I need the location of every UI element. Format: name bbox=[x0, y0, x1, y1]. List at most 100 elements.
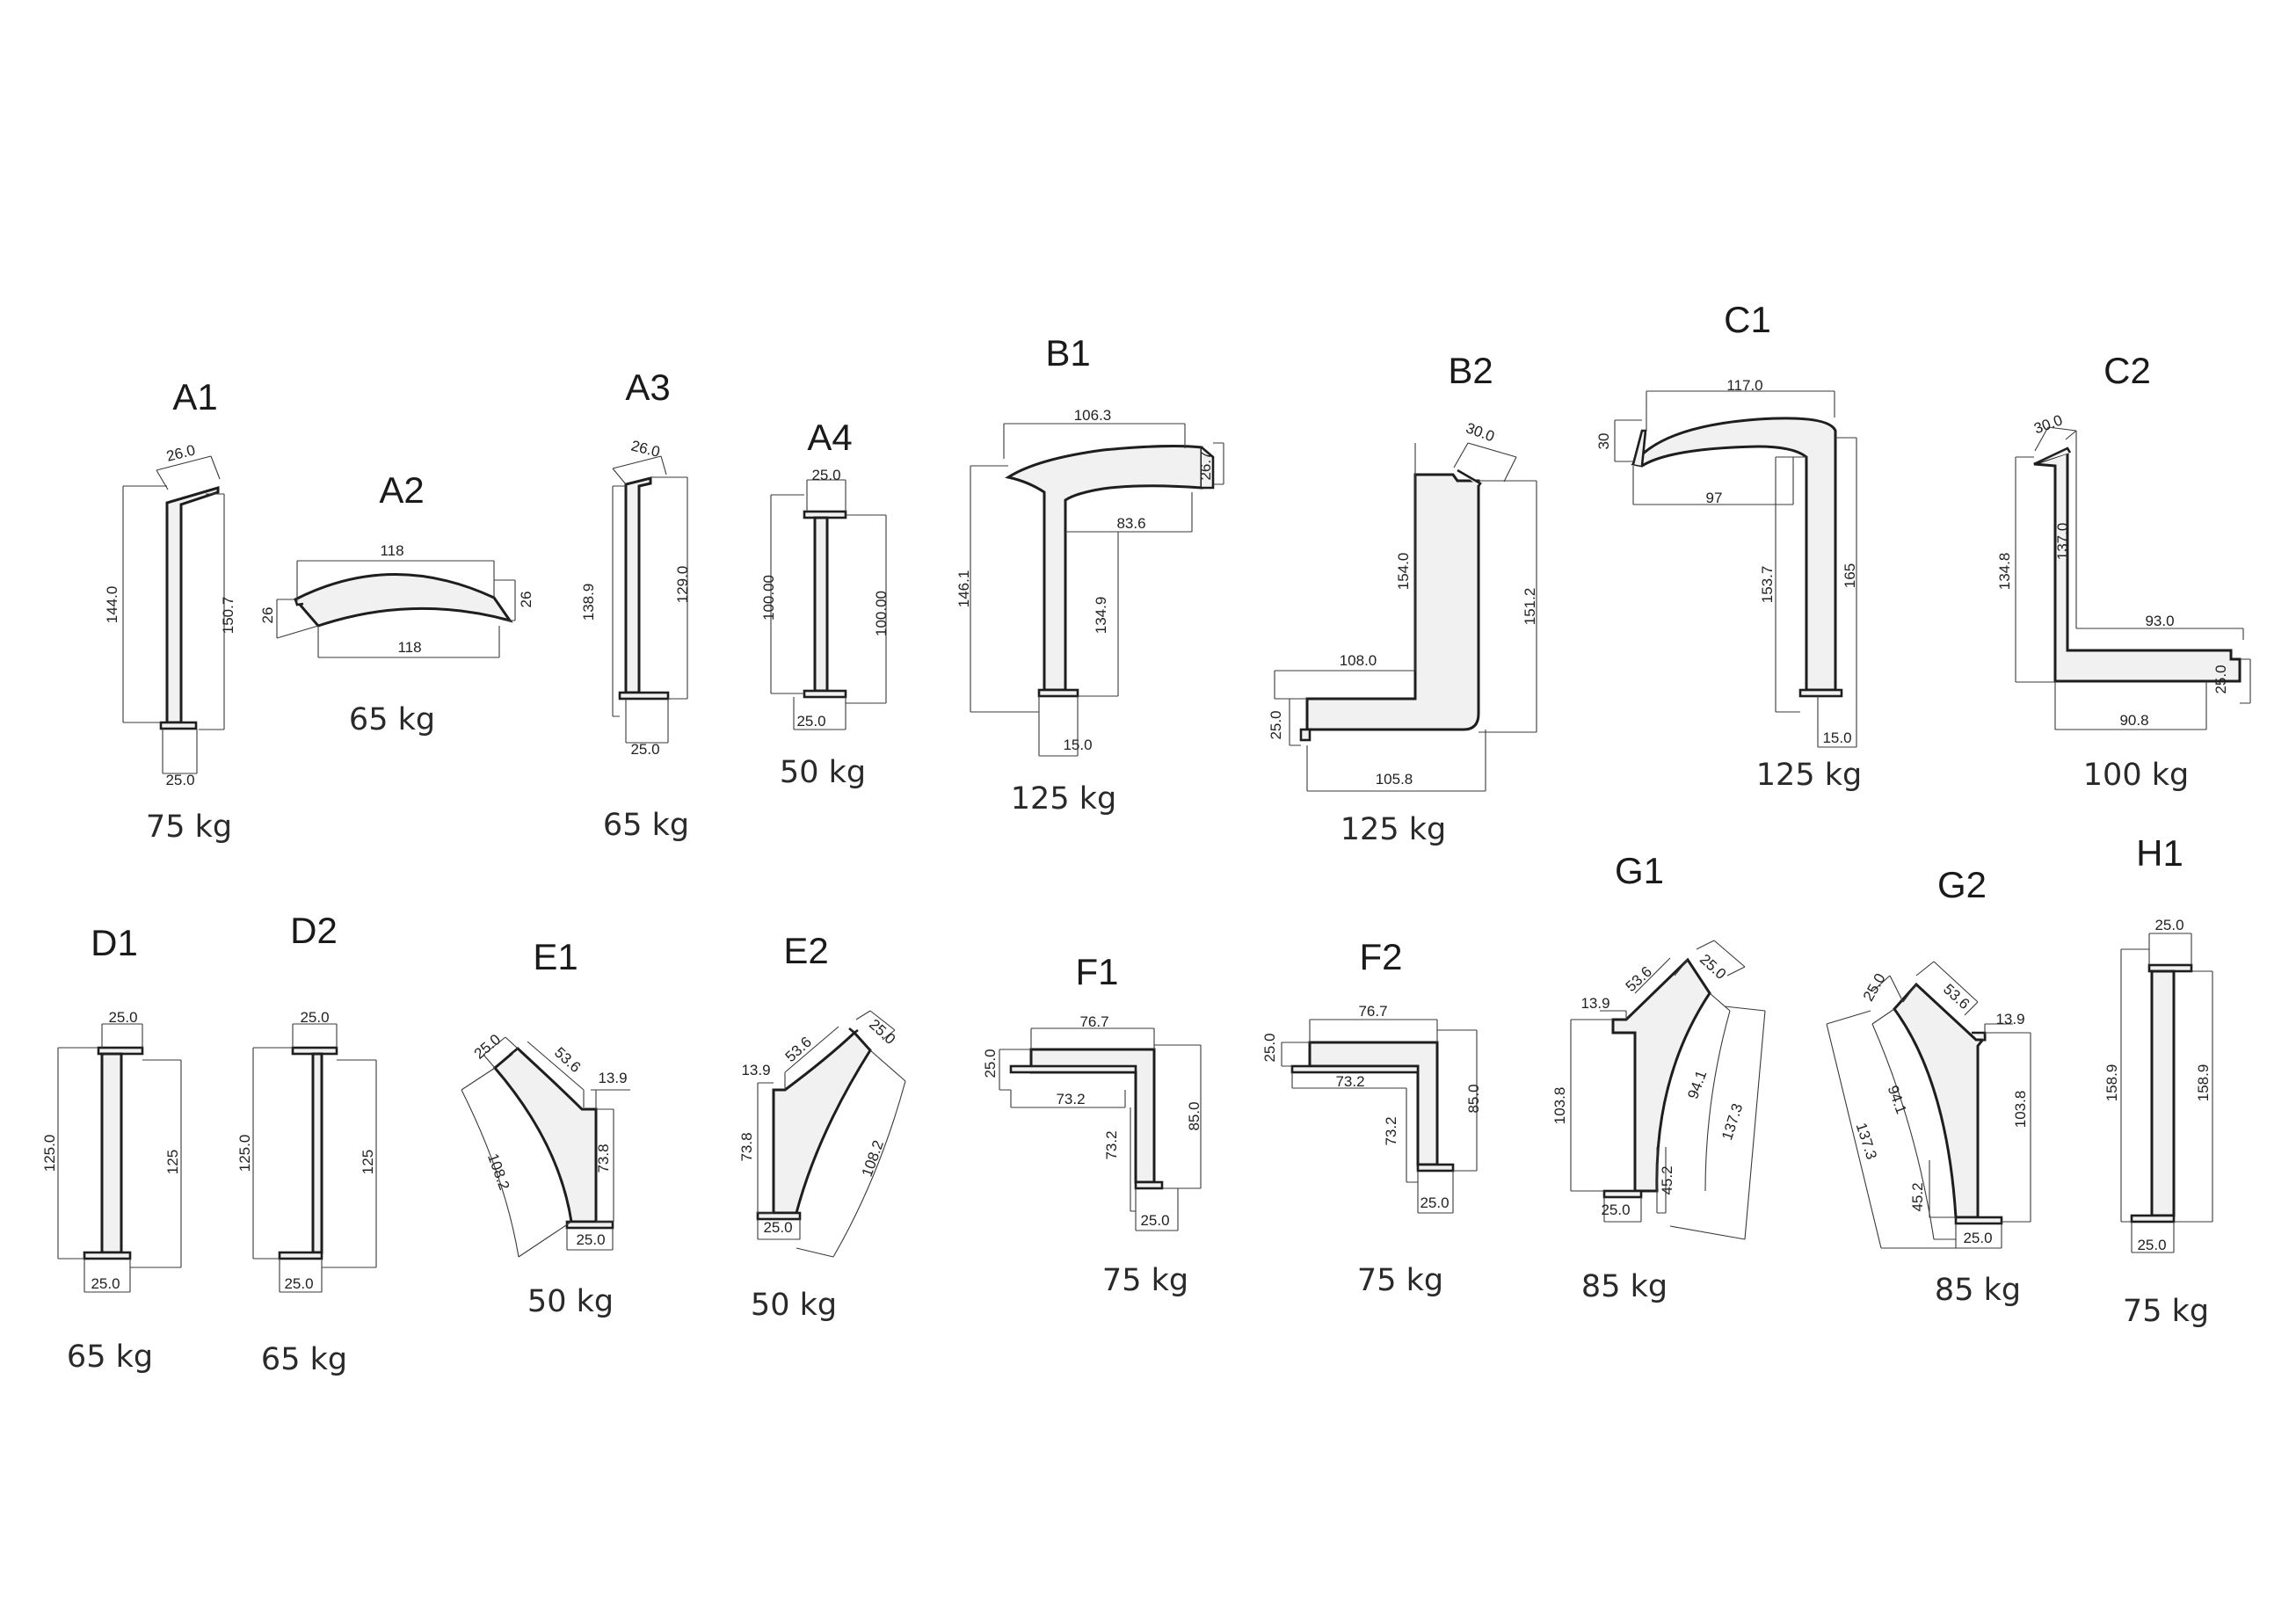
profile-weight: 100 kg bbox=[2083, 758, 2189, 793]
profile-foot bbox=[1037, 688, 1079, 698]
dim-label: 158.9 bbox=[2103, 1064, 2120, 1102]
dim-label: 108.2 bbox=[484, 1151, 512, 1192]
profile-shape bbox=[1005, 445, 1203, 692]
dim-label: 150.7 bbox=[220, 597, 236, 635]
profile-shape bbox=[165, 485, 220, 724]
dim-label: 125.0 bbox=[236, 1135, 253, 1173]
profile-title: E2 bbox=[783, 930, 828, 971]
profile-foot bbox=[618, 691, 670, 701]
dim-label: 25.0 bbox=[165, 772, 194, 788]
dim-label: 153.7 bbox=[1759, 566, 1776, 604]
dim-label: 129.0 bbox=[674, 566, 691, 604]
dim-label: 25.0 bbox=[1268, 710, 1284, 739]
dim-label: 53.6 bbox=[551, 1044, 584, 1076]
profile-c1: C1 117.0 30 97 153.7 165 15.0 125 kg bbox=[1595, 299, 1862, 793]
profile-title: H1 bbox=[2136, 832, 2183, 874]
profile-shape bbox=[1893, 982, 1987, 1219]
dim-label: 85.0 bbox=[1465, 1084, 1482, 1113]
profile-weight: 65 kg bbox=[67, 1339, 153, 1375]
dim-label: 25.0 bbox=[2137, 1237, 2166, 1253]
dim-label: 13.9 bbox=[1580, 995, 1609, 1012]
dim-label: 151.2 bbox=[1522, 588, 1538, 626]
profile-f2: F2 76.7 25.0 73.2 85.0 73.2 25.0 75 kg bbox=[1261, 936, 1482, 1298]
dim-label: 93.0 bbox=[2145, 613, 2174, 629]
dim-label: 108.0 bbox=[1340, 652, 1377, 669]
dim-label: 118 bbox=[397, 639, 421, 656]
dim-label: 137.0 bbox=[2054, 523, 2071, 561]
dim-label: 25.0 bbox=[1860, 970, 1889, 1004]
dim-label: 30 bbox=[1595, 433, 1612, 450]
dim-label: 73.8 bbox=[738, 1132, 755, 1161]
profile-foot bbox=[565, 1220, 614, 1230]
profile-foot bbox=[83, 1251, 132, 1260]
dim-label: 30.0 bbox=[1464, 419, 1497, 445]
profile-e2: E2 13.9 53.6 25.0 73.8 108.2 25.0 50 kg bbox=[738, 930, 906, 1323]
dim-label: 25.0 bbox=[866, 1016, 898, 1048]
dim-label: 117.0 bbox=[1726, 377, 1762, 394]
dim-label: 103.8 bbox=[1551, 1087, 1568, 1125]
profile-title: C1 bbox=[1724, 299, 1771, 340]
dim-label: 45.2 bbox=[1659, 1165, 1675, 1194]
dim-label: 134.9 bbox=[1093, 597, 1109, 635]
profile-weight: 65 kg bbox=[603, 808, 689, 843]
profile-title: G1 bbox=[1615, 850, 1664, 891]
dim-label: 73.2 bbox=[1103, 1130, 1120, 1159]
profile-b1: B1 106.3 26.7 83.6 146.1 134.9 15.0 125 … bbox=[955, 332, 1224, 817]
profile-title: F1 bbox=[1075, 951, 1118, 992]
dim-label: 76.7 bbox=[1358, 1003, 1387, 1020]
profile-c2: C2 30.0 134.8 137.0 93.0 25.0 90.8 100 k… bbox=[1996, 350, 2251, 793]
profile-shape bbox=[813, 516, 829, 693]
profile-shape bbox=[311, 1052, 323, 1254]
dim-label: 25.0 bbox=[1140, 1212, 1169, 1229]
profile-a3: A3 138.9 129.0 26.0 25.0 65 kg bbox=[580, 367, 691, 843]
profile-weight: 125 kg bbox=[1011, 781, 1116, 817]
profile-g2: G2 25.0 53.6 13.9 94.1 137.3 103.8 45.2 … bbox=[1826, 864, 2031, 1308]
profile-foot bbox=[1602, 1189, 1643, 1199]
profile-foot bbox=[1798, 688, 1843, 698]
profile-flange bbox=[1009, 1064, 1137, 1074]
profile-foot bbox=[1299, 728, 1311, 742]
profile-title: C2 bbox=[2103, 350, 2151, 391]
profile-title: F2 bbox=[1359, 936, 1402, 977]
profile-weight: 50 kg bbox=[527, 1284, 614, 1319]
dim-label: 154.0 bbox=[1395, 553, 1412, 591]
dim-label: 125 bbox=[360, 1150, 376, 1174]
dim-label: 25.0 bbox=[2154, 917, 2183, 933]
profile-weight: 75 kg bbox=[146, 810, 232, 845]
dim-label: 25.0 bbox=[576, 1231, 605, 1248]
dim-label: 53.6 bbox=[1940, 981, 1973, 1013]
dim-label: 106.3 bbox=[1074, 407, 1112, 424]
profile-title: B1 bbox=[1045, 332, 1090, 374]
dim-label: 118 bbox=[380, 542, 403, 559]
dim-label: 125 bbox=[164, 1150, 181, 1174]
dim-label: 90.8 bbox=[2119, 712, 2148, 729]
profile-shape bbox=[2150, 969, 2176, 1217]
dim-label: 25.0 bbox=[1697, 951, 1729, 983]
profile-title: B2 bbox=[1448, 350, 1493, 391]
dim-label: 76.7 bbox=[1079, 1013, 1108, 1030]
dim-label: 25.0 bbox=[91, 1275, 120, 1292]
profile-weight: 50 kg bbox=[780, 755, 866, 790]
profile-shape bbox=[492, 1046, 598, 1223]
profile-h1: H1 25.0 158.9 158.9 25.0 75 kg bbox=[2103, 832, 2213, 1329]
dim-label: 134.8 bbox=[1996, 553, 2013, 591]
dim-label: 85.0 bbox=[1186, 1101, 1202, 1130]
profile-a4: A4 25.0 100.00 100.00 25.0 50 kg bbox=[760, 417, 890, 790]
dim-label: 26.0 bbox=[629, 437, 662, 460]
dim-label: 26 bbox=[518, 592, 534, 608]
dim-label: 103.8 bbox=[2012, 1091, 2029, 1129]
dim-label: 13.9 bbox=[741, 1062, 770, 1078]
dim-label: 26.7 bbox=[1197, 451, 1214, 480]
dim-label: 25.0 bbox=[796, 713, 825, 730]
dim-label: 138.9 bbox=[580, 584, 597, 621]
dim-label: 53.6 bbox=[1623, 963, 1655, 995]
dim-label: 25.0 bbox=[108, 1009, 137, 1026]
profile-foot bbox=[756, 1211, 802, 1221]
profile-foot bbox=[1416, 1163, 1455, 1173]
dim-label: 100.00 bbox=[873, 591, 890, 636]
profile-g1: G1 13.9 53.6 25.0 103.8 94.1 137.3 45.2 … bbox=[1551, 850, 1766, 1304]
dim-label: 30.0 bbox=[2031, 411, 2065, 437]
profile-a1: A1 144.0 150.7 26.0 25.0 75 kg bbox=[104, 376, 236, 845]
dim-label: 137.3 bbox=[1853, 1121, 1880, 1161]
